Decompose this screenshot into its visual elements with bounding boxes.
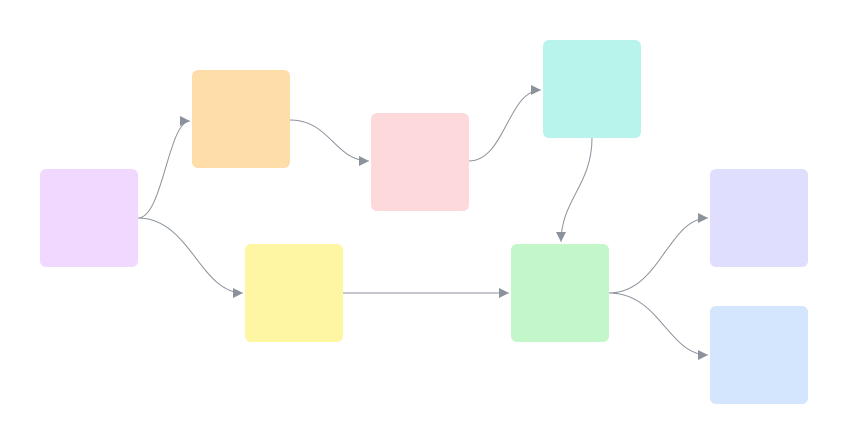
node-6[interactable] <box>511 244 609 342</box>
edge-n4-n6 <box>556 137 593 243</box>
edge-n6-n7 <box>608 213 709 294</box>
edge-n1-n2 <box>137 116 191 219</box>
node-2[interactable] <box>192 70 290 168</box>
node-8[interactable] <box>710 306 808 404</box>
edge-n3-n4 <box>468 85 542 162</box>
node-7[interactable] <box>710 169 808 267</box>
edge-n1-n5 <box>137 217 244 298</box>
node-1[interactable] <box>40 169 138 267</box>
node-4[interactable] <box>543 40 641 138</box>
edge-n6-n8 <box>608 292 709 360</box>
node-3[interactable] <box>371 113 469 211</box>
edge-n2-n3 <box>289 119 370 166</box>
node-5[interactable] <box>245 244 343 342</box>
